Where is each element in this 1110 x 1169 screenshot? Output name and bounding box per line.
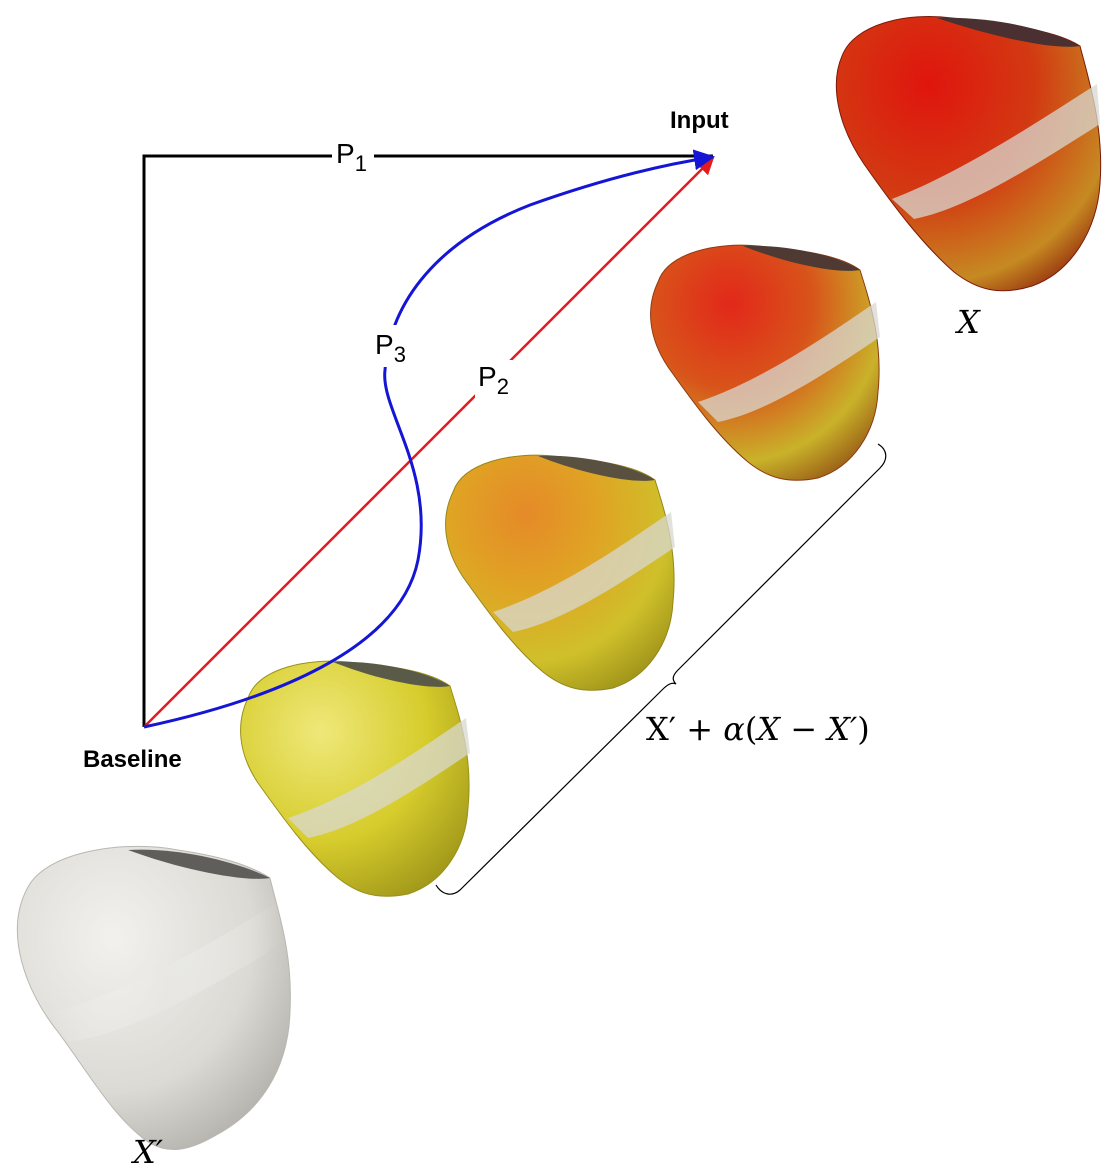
heart-interp-3 <box>651 245 880 480</box>
baseline-math-label: X′ <box>130 1133 164 1169</box>
input-label: Input <box>670 107 729 134</box>
input-math-label: X <box>954 303 981 341</box>
interpolation-formula: X′ + α(X − X′) <box>646 710 870 748</box>
heart-interp-2 <box>446 455 675 690</box>
heart-interp-1 <box>241 661 470 896</box>
heart-baseline <box>17 846 290 1149</box>
heart-input <box>836 17 1100 291</box>
baseline-label: Baseline <box>83 746 182 773</box>
